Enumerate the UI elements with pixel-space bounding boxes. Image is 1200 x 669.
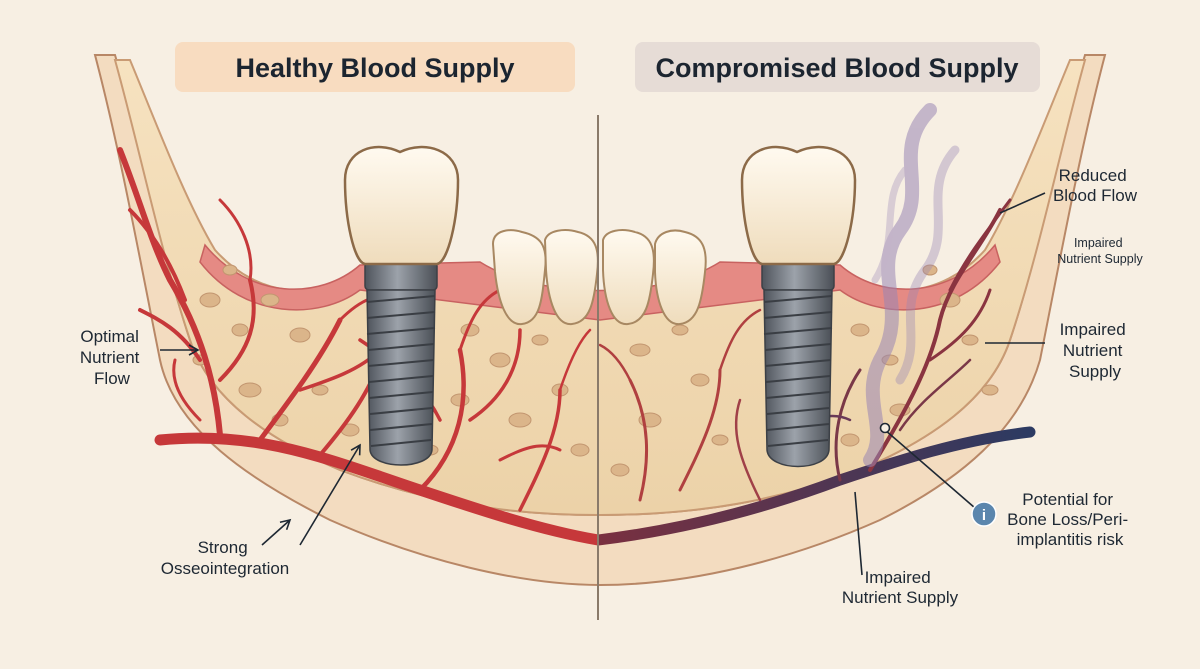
healthy-title: Healthy Blood Supply	[235, 53, 514, 83]
info-icon: i	[982, 507, 986, 524]
compromised-header: Compromised Blood Supply	[635, 42, 1040, 92]
healthy-implant	[343, 145, 460, 466]
compromise-smoke	[863, 103, 960, 467]
label-strong-osseointegration: Strong Osseointegration	[161, 538, 290, 578]
compromised-title: Compromised Blood Supply	[655, 53, 1018, 83]
label-bone-loss-risk: Potential for Bone Loss/Peri- implantiti…	[1007, 490, 1133, 549]
healthy-header: Healthy Blood Supply	[175, 42, 575, 92]
label-impaired-nutrient-supply-small: Impaired Nutrient Supply	[1057, 236, 1143, 266]
label-optimal-nutrient-flow: Optimal Nutrient Flow	[80, 327, 144, 388]
gum-line	[199, 243, 1001, 321]
marker-dot	[879, 422, 891, 434]
info-badge: i	[971, 501, 997, 527]
compromised-implant	[740, 145, 857, 468]
leader-lines	[160, 192, 1046, 576]
front-teeth	[491, 229, 707, 326]
label-reduced-blood-flow: Reduced Blood Flow	[1053, 166, 1138, 205]
label-impaired-nutrient-supply-bottom: Impaired Nutrient Supply	[842, 568, 959, 607]
bone-pores	[192, 264, 999, 477]
label-impaired-nutrient-supply-right: Impaired Nutrient Supply	[1060, 320, 1131, 381]
